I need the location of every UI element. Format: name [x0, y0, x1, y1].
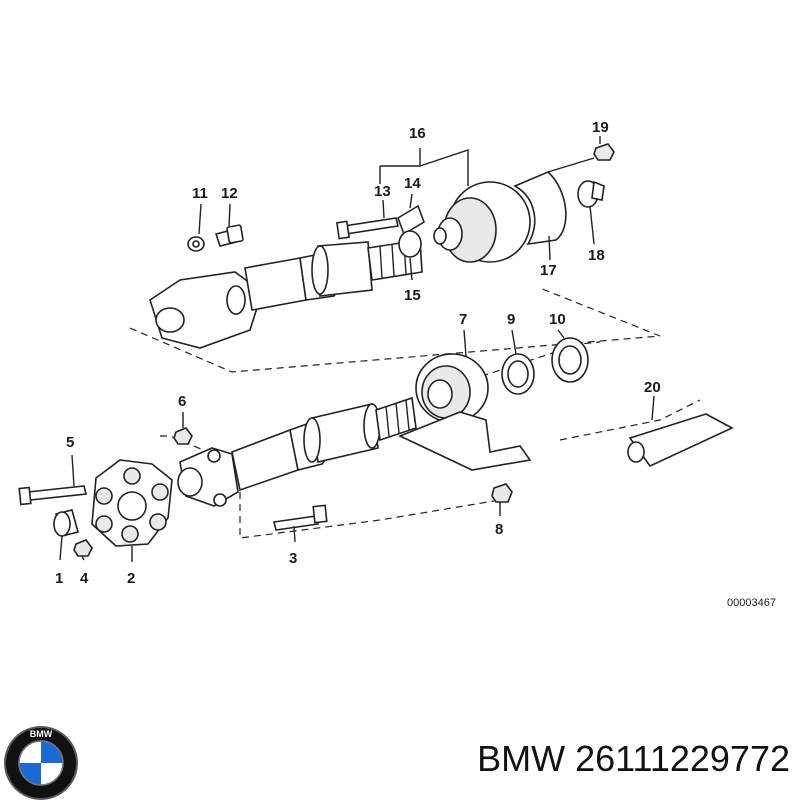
rubber-boot-17 [513, 171, 567, 246]
callout-3: 3 [289, 550, 297, 567]
bmw-roundel-icon: BMW [4, 726, 78, 800]
lower-shaft-tube [231, 428, 299, 492]
bearing-bracket [397, 411, 532, 471]
bolt-5 [27, 485, 87, 501]
callout-12: 12 [221, 185, 238, 202]
callout-20: 20 [644, 379, 661, 396]
lower-dashed-guide [160, 435, 501, 539]
callout-8: 8 [495, 521, 503, 538]
nut-19 [593, 143, 615, 161]
callout-10: 10 [549, 311, 566, 328]
grease-tube-20 [628, 413, 734, 468]
nut-6 [173, 427, 193, 445]
callout-6: 6 [178, 393, 186, 410]
bmw-logo-text: BMW [30, 729, 53, 739]
callout-1: 1 [55, 570, 63, 587]
bolt-13 [343, 217, 399, 235]
part-number-label: BMW 26111229772 [477, 738, 790, 779]
callout-9: 9 [507, 311, 515, 328]
callout-18: 18 [588, 247, 605, 264]
callout-4: 4 [80, 570, 89, 587]
callout-5: 5 [66, 434, 74, 451]
callout-13: 13 [374, 183, 391, 200]
bracket-14 [397, 204, 425, 236]
callout-16: 16 [409, 125, 426, 142]
nut-8 [491, 483, 513, 503]
callout-11: 11 [192, 185, 208, 202]
nut-4 [73, 539, 93, 557]
callout-14: 14 [404, 175, 421, 192]
bolt-3 [273, 515, 319, 531]
clamp-15 [398, 230, 422, 258]
callout-19: 19 [592, 119, 609, 136]
diagram-reference-number: 00003467 [727, 597, 776, 609]
lower-shaft-assembly [18, 329, 734, 562]
upper-shaft-assembly [129, 136, 661, 373]
callout-7: 7 [459, 311, 467, 328]
upper-shaft-tube [244, 257, 307, 311]
callout-2: 2 [127, 570, 135, 587]
callout-15: 15 [404, 287, 421, 304]
callout-labels: 1 2 3 4 5 6 7 8 9 10 11 12 13 14 15 16 1… [55, 119, 661, 587]
callout-17: 17 [540, 262, 557, 279]
